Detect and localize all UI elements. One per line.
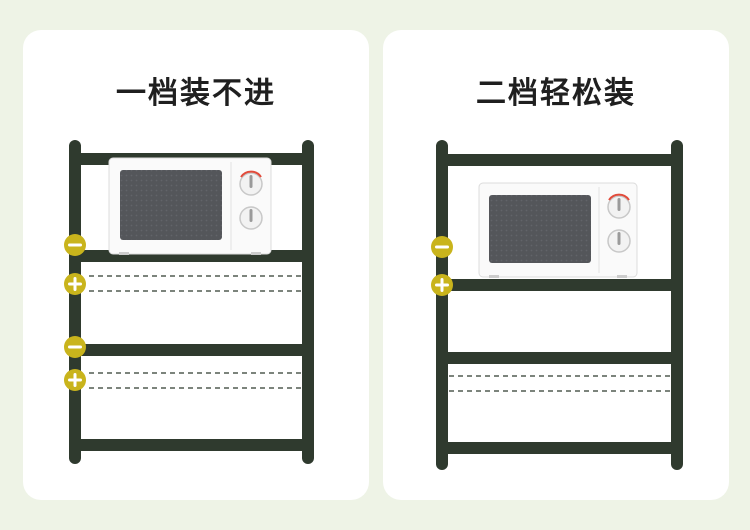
rack-post-left xyxy=(436,140,448,470)
panel-title: 二档轻松装 xyxy=(476,76,636,111)
minus-icon xyxy=(64,336,86,358)
microwave-icon xyxy=(108,157,272,255)
panel-one-level: 一档装不进 xyxy=(23,30,369,500)
rack-post-right xyxy=(671,140,683,470)
plus-icon xyxy=(431,274,453,296)
plus-icon xyxy=(64,369,86,391)
minus-icon xyxy=(64,234,86,256)
shelf-rack xyxy=(64,140,314,464)
panel-two-level: 二档轻松装 xyxy=(383,30,729,500)
rack-shelf-2 xyxy=(442,352,677,364)
rack-post-left xyxy=(69,140,81,464)
microwave-icon xyxy=(478,182,638,278)
rack-shelf-2 xyxy=(75,344,308,356)
shelf-rack xyxy=(431,140,683,470)
minus-icon xyxy=(431,236,453,258)
plus-icon xyxy=(64,273,86,295)
rack-shelf-bottom xyxy=(75,439,308,451)
panel-title: 一档装不进 xyxy=(116,76,276,111)
rack-post-right xyxy=(302,140,314,464)
rack-shelf-bottom xyxy=(442,442,677,454)
rack-shelf-1 xyxy=(442,279,677,291)
rack-shelf-top xyxy=(442,154,677,166)
